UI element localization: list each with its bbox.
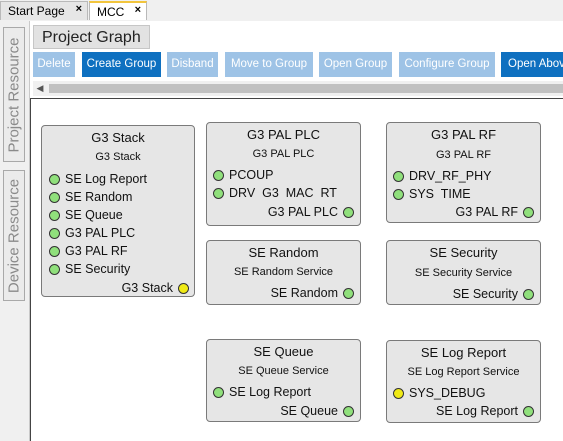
open-group-button[interactable]: Open Group [319,52,392,77]
delete-button[interactable]: Delete [33,52,75,77]
port-drv-rf-phy[interactable]: DRV_RF_PHY [393,169,491,183]
tab-mcc[interactable]: MCC × [89,1,147,20]
port-se-log-report-out[interactable]: SE Log Report [436,404,534,418]
close-icon[interactable]: × [75,3,82,15]
node-subtitle: G3 PAL RF [435,149,492,161]
node-se-security[interactable]: SE Security SE Security Service SE Secur… [386,240,541,305]
node-subtitle: SE Random Service [233,266,334,278]
resource-sidebar: Project Resource Device Resource [0,21,30,441]
port-connector-icon[interactable] [49,192,60,203]
node-g3-pal-plc[interactable]: G3 PAL PLC G3 PAL PLC PCOUP DRV G3 MAC R… [206,122,361,226]
port-se-log-report[interactable]: SE Log Report [49,172,147,186]
create-group-button[interactable]: Create Group [82,52,161,77]
node-subtitle: SE Security Service [414,267,513,279]
node-subtitle: G3 Stack [95,151,141,163]
disband-button[interactable]: Disband [167,52,218,77]
node-title: SE Log Report [420,345,507,360]
port-se-random-out[interactable]: SE Random [271,286,354,300]
node-subtitle: G3 PAL PLC [252,148,315,160]
port-connector-icon[interactable] [343,288,354,299]
node-subtitle: SE Log Report Service [407,366,520,378]
port-g3-pal-plc[interactable]: G3 PAL PLC [49,226,135,240]
scroll-left-icon[interactable]: ◀ [36,83,44,93]
port-pcoup[interactable]: PCOUP [213,168,273,182]
scrollbar-thumb[interactable] [49,84,563,93]
port-connector-icon[interactable] [213,188,224,199]
port-connector-icon[interactable] [49,264,60,275]
node-se-queue[interactable]: SE Queue SE Queue Service SE Log Report … [206,339,361,422]
port-g3-stack-out[interactable]: G3 Stack [122,281,189,295]
node-g3-pal-rf[interactable]: G3 PAL RF G3 PAL RF DRV_RF_PHY SYS TIME … [386,122,541,223]
tab-label: Start Page [8,4,65,18]
tab-start-page[interactable]: Start Page × [0,1,88,20]
horizontal-scrollbar[interactable]: ◀ [33,81,563,96]
page-title: Project Graph [33,25,150,49]
port-g3-pal-rf[interactable]: G3 PAL RF [49,244,128,258]
move-to-group-button[interactable]: Move to Group [225,52,313,77]
port-connector-icon[interactable] [343,207,354,218]
graph-canvas[interactable]: G3 Stack G3 Stack SE Log Report SE Rando… [30,98,563,441]
port-connector-icon[interactable] [213,170,224,181]
sidebar-item-device-resource[interactable]: Device Resource [3,170,25,301]
open-above-button[interactable]: Open Above [501,52,563,77]
project-graph-panel: Project Graph Delete Create Group Disban… [30,21,563,441]
node-title: G3 PAL RF [430,127,497,142]
close-icon[interactable]: × [134,4,141,16]
node-title: SE Queue [253,344,314,359]
port-se-security[interactable]: SE Security [49,262,130,276]
port-connector-icon[interactable] [49,174,60,185]
port-sys-debug[interactable]: SYS_DEBUG [393,386,485,400]
port-se-random[interactable]: SE Random [49,190,132,204]
port-g3-pal-plc-out[interactable]: G3 PAL PLC [268,205,354,219]
node-title: SE Security [429,245,498,260]
sidebar-item-label: Project Resource [5,36,23,153]
port-connector-icon[interactable] [49,228,60,239]
sidebar-item-project-resource[interactable]: Project Resource [3,27,25,162]
port-connector-icon[interactable] [523,289,534,300]
port-connector-icon[interactable] [523,406,534,417]
port-se-queue-out[interactable]: SE Queue [280,404,354,418]
port-connector-icon[interactable] [393,171,404,182]
port-connector-icon[interactable] [523,207,534,218]
node-title: G3 Stack [91,130,145,145]
port-connector-icon[interactable] [49,246,60,257]
tab-label: MCC [97,5,125,19]
port-connector-icon[interactable] [343,406,354,417]
node-se-random[interactable]: SE Random SE Random Service SE Random [206,240,361,305]
port-connector-icon[interactable] [213,387,224,398]
port-connector-icon[interactable] [393,189,404,200]
sidebar-item-label: Device Resource [5,178,23,293]
node-title: G3 PAL PLC [247,127,320,142]
port-drv-g3-mac-rt[interactable]: DRV G3 MAC RT [213,186,337,200]
port-se-queue[interactable]: SE Queue [49,208,123,222]
port-se-log-report[interactable]: SE Log Report [213,385,311,399]
port-connector-icon[interactable] [178,283,189,294]
port-g3-pal-rf-out[interactable]: G3 PAL RF [455,205,534,219]
node-title: SE Random [248,245,319,260]
port-se-security-out[interactable]: SE Security [453,287,534,301]
node-subtitle: SE Queue Service [238,365,329,377]
node-g3-stack[interactable]: G3 Stack G3 Stack SE Log Report SE Rando… [41,125,195,297]
port-connector-icon[interactable] [393,388,404,399]
port-connector-icon[interactable] [49,210,60,221]
configure-group-button[interactable]: Configure Group [399,52,495,77]
node-se-log-report[interactable]: SE Log Report SE Log Report Service SYS_… [386,340,541,423]
editor-tab-bar: Start Page × MCC × [0,0,563,22]
port-sys-time[interactable]: SYS TIME [393,187,471,201]
